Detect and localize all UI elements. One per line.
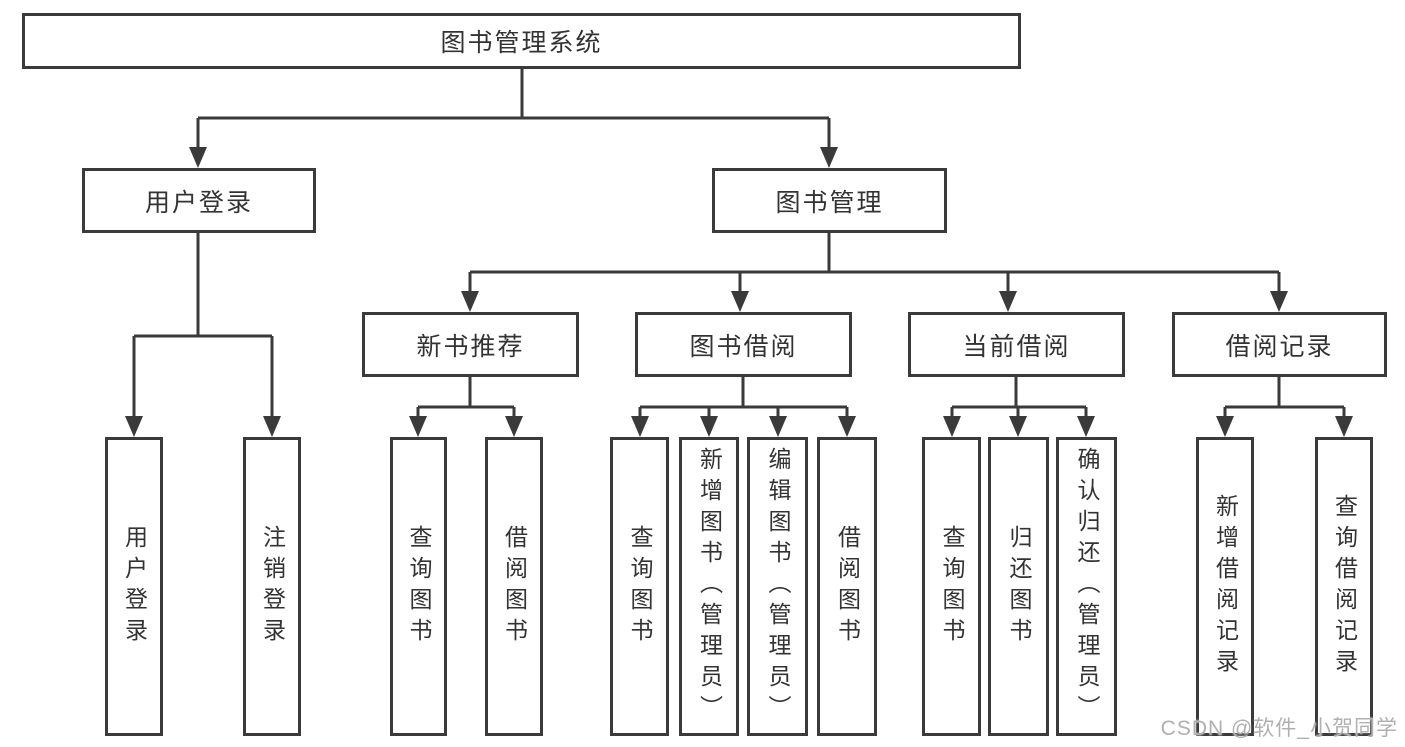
leaf-add-borrow-record: 新增借阅记录	[1196, 437, 1254, 736]
leaf-edit-book-admin-label: 编辑图书（管理员）	[765, 447, 791, 726]
leaf-query-borrow-record-label: 查询借阅记录	[1331, 493, 1358, 680]
connector-borrow-records-children	[1216, 377, 1353, 437]
node-new-book-rec: 新书推荐	[362, 312, 579, 377]
node-root-label: 图书管理系统	[440, 29, 603, 57]
csdn-watermark: CSDN @软件_小贺同学	[1160, 717, 1398, 740]
arrowhead	[1270, 291, 1288, 312]
leaf-return-book-label: 归还图书	[1006, 524, 1032, 649]
leaf-edit-book-admin: 编辑图书（管理员）	[747, 437, 808, 736]
leaf-user-login: 用户登录	[105, 437, 163, 736]
leaf-borrow-books-1-label: 借阅图书	[501, 524, 528, 649]
leaf-add-borrow-record-label: 新增借阅记录	[1212, 493, 1239, 680]
node-root: 图书管理系统	[22, 13, 1021, 69]
leaf-add-book-admin-label: 新增图书（管理员）	[696, 447, 723, 726]
node-borrow-records: 借阅记录	[1172, 312, 1387, 377]
connector-book-borrow-children	[631, 377, 856, 437]
leaf-query-borrow-record: 查询借阅记录	[1315, 437, 1373, 736]
arrowhead	[263, 416, 281, 437]
arrowhead	[1077, 416, 1095, 437]
arrowhead	[700, 416, 718, 437]
arrowhead	[943, 416, 961, 437]
node-user-login-label: 用户登录	[144, 188, 253, 217]
leaf-logout-label: 注销登录	[259, 524, 286, 649]
node-book-mgmt-label: 图书管理	[775, 188, 884, 217]
connector-root-to-level2	[189, 69, 838, 168]
node-book-borrow: 图书借阅	[635, 312, 852, 377]
leaf-add-book-admin: 新增图书（管理员）	[679, 437, 739, 736]
arrowhead	[769, 416, 787, 437]
leaf-query-books-2-label: 查询图书	[627, 524, 653, 649]
leaf-query-books-1-label: 查询图书	[406, 524, 432, 649]
leaf-query-books-3: 查询图书	[922, 437, 981, 736]
leaf-query-books-1: 查询图书	[390, 437, 447, 736]
arrowhead	[1335, 416, 1353, 437]
arrowhead	[731, 291, 749, 312]
node-current-borrow: 当前借阅	[908, 312, 1125, 377]
arrowhead	[505, 416, 523, 437]
node-book-borrow-label: 图书借阅	[689, 332, 798, 361]
connector-new-book-rec-children	[409, 377, 523, 437]
arrowhead	[838, 416, 856, 437]
leaf-logout: 注销登录	[243, 437, 301, 736]
leaf-return-book: 归还图书	[988, 437, 1049, 736]
arrowhead	[631, 416, 649, 437]
arrowhead	[189, 147, 207, 168]
arrowhead	[125, 416, 143, 437]
node-current-borrow-label: 当前借阅	[962, 332, 1071, 361]
arrowhead	[1216, 416, 1234, 437]
node-new-book-rec-label: 新书推荐	[416, 332, 525, 361]
node-book-mgmt: 图书管理	[712, 168, 947, 233]
leaf-user-login-label: 用户登录	[121, 524, 148, 649]
arrowhead	[999, 291, 1017, 312]
leaf-query-books-3-label: 查询图书	[939, 524, 965, 649]
arrowhead	[820, 147, 838, 168]
leaf-borrow-books-2: 借阅图书	[817, 437, 877, 736]
connector-current-borrow-children	[943, 377, 1095, 437]
arrowhead	[409, 416, 427, 437]
leaf-borrow-books-2-label: 借阅图书	[834, 524, 861, 649]
node-borrow-records-label: 借阅记录	[1225, 332, 1334, 361]
node-user-login: 用户登录	[82, 168, 316, 233]
leaf-confirm-return-admin: 确认归还（管理员）	[1056, 437, 1117, 736]
arrowhead	[461, 291, 479, 312]
connector-user-login-children	[125, 233, 281, 437]
leaf-query-books-2: 查询图书	[610, 437, 669, 736]
connector-book-mgmt-children	[461, 233, 1288, 312]
leaf-confirm-return-admin-label: 确认归还（管理员）	[1074, 447, 1100, 726]
leaf-borrow-books-1: 借阅图书	[485, 437, 543, 736]
arrowhead	[1009, 416, 1027, 437]
